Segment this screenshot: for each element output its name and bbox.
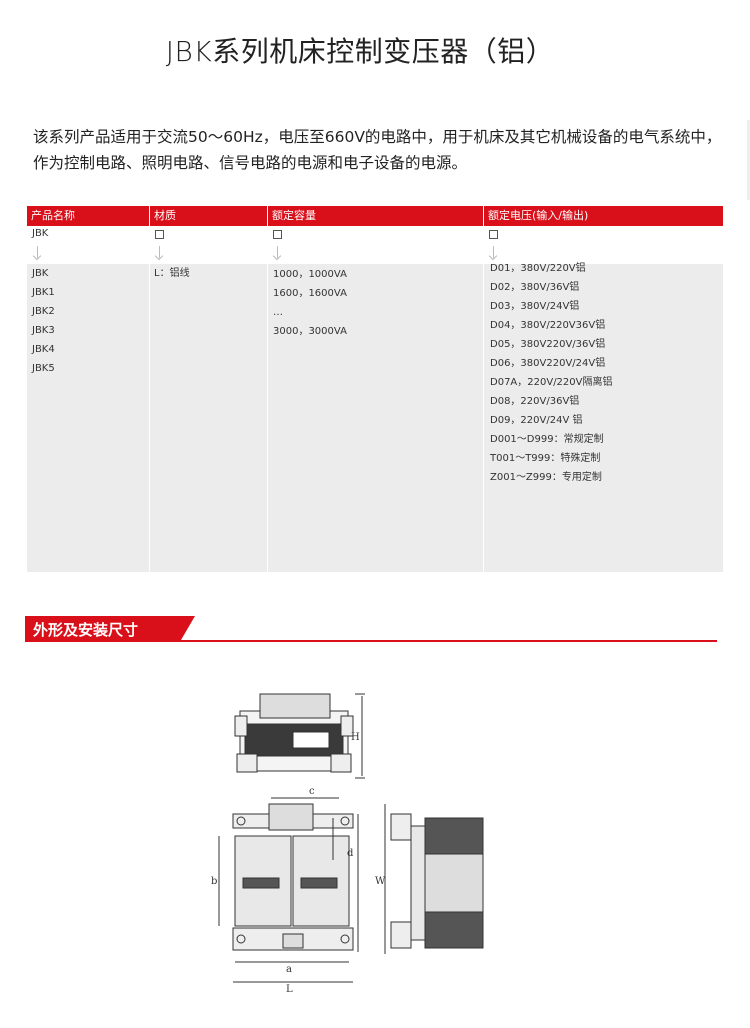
dim-label-d: d — [347, 848, 354, 859]
section-underline — [25, 640, 717, 642]
checkbox-capacity[interactable] — [273, 230, 282, 239]
voltage-item: D02，380V/36V铝 — [490, 282, 580, 293]
model-item: JBK3 — [32, 325, 55, 336]
capacity-column: 1000，1000VA 1600，1600VA … 3000，3000VA — [273, 265, 347, 341]
model-item: JBK4 — [32, 344, 55, 355]
intro-paragraph: 该系列产品适用于交流50～60Hz，电压至660V的电路中，用于机床及其它机械设… — [33, 128, 722, 172]
capacity-item: 3000，3000VA — [273, 326, 347, 337]
model-item: JBK1 — [32, 287, 55, 298]
voltage-item: D06，380V220V/24V铝 — [490, 358, 606, 369]
section-title: 外形及安装尺寸 — [33, 621, 139, 639]
arrow-down-icon — [37, 246, 38, 258]
column-divider — [267, 206, 268, 572]
model-item: JBK5 — [32, 363, 55, 374]
header-capacity: 额定容量 — [272, 209, 316, 222]
model-item: JBK — [32, 268, 49, 279]
dim-label-b: b — [211, 876, 217, 887]
table-body: JBK JBK1 JBK2 JBK3 JBK4 JBK5 L：铝线 1000，1… — [27, 263, 723, 572]
material-column: L：铝线 — [154, 264, 190, 283]
column-divider — [149, 206, 150, 572]
column-divider — [483, 206, 484, 572]
code-row-value: JBK — [32, 228, 49, 239]
header-voltage: 额定电压(输入/输出) — [488, 209, 589, 222]
voltage-item: D04，380V/220V36V铝 — [490, 320, 606, 331]
arrow-down-icon — [277, 246, 278, 258]
dim-label-a: a — [286, 964, 292, 975]
arrow-row — [27, 244, 723, 264]
capacity-item: 1600，1600VA — [273, 288, 347, 299]
voltage-item: Z001～Z999：专用定制 — [490, 472, 602, 483]
voltage-item: T001～T999：特殊定制 — [490, 453, 601, 464]
voltage-item: D01，380V/220V铝 — [490, 263, 586, 274]
top-view — [234, 693, 365, 779]
checkbox-material[interactable] — [155, 230, 164, 239]
material-item: L：铝线 — [154, 268, 190, 279]
capacity-item: 1000，1000VA — [273, 269, 347, 280]
section-tag: 外形及安装尺寸 — [25, 616, 195, 640]
code-row: JBK — [27, 226, 723, 244]
voltage-item: D03，380V/24V铝 — [490, 301, 580, 312]
arrow-down-icon — [159, 246, 160, 258]
spec-table: 产品名称 材质 额定容量 额定电压(输入/输出) JBK JBK JBK1 JB… — [27, 206, 723, 572]
dim-label-c: c — [309, 786, 315, 797]
voltage-item: D001～D999：常规定制 — [490, 434, 604, 445]
dimension-drawing: H b c d a L W — [211, 693, 484, 995]
scroll-edge — [747, 120, 750, 200]
voltage-item: D07A，220V/220V隔离铝 — [490, 377, 613, 388]
checkbox-voltage[interactable] — [489, 230, 498, 239]
front-view — [218, 797, 359, 983]
dim-label-L: L — [286, 984, 293, 995]
voltage-item: D09，220V/24V 铝 — [490, 415, 583, 426]
model-item: JBK2 — [32, 306, 55, 317]
table-header: 产品名称 材质 额定容量 额定电压(输入/输出) — [27, 206, 723, 226]
dim-label-W: W — [375, 876, 386, 887]
arrow-down-icon — [493, 246, 494, 258]
voltage-column: D01，380V/220V铝 D02，380V/36V铝 D03，380V/24… — [490, 259, 613, 487]
header-product-name: 产品名称 — [31, 209, 75, 222]
header-material: 材质 — [154, 209, 176, 222]
section-header: 外形及安装尺寸 — [25, 616, 717, 642]
dim-label-H: H — [351, 732, 360, 743]
models-column: JBK JBK1 JBK2 JBK3 JBK4 JBK5 — [32, 264, 55, 378]
side-view — [384, 804, 484, 954]
capacity-item: … — [273, 307, 283, 318]
voltage-item: D05，380V220V/36V铝 — [490, 339, 606, 350]
voltage-item: D08，220V/36V铝 — [490, 396, 580, 407]
page-title: JBK系列机床控制变压器（铝） — [165, 35, 555, 68]
